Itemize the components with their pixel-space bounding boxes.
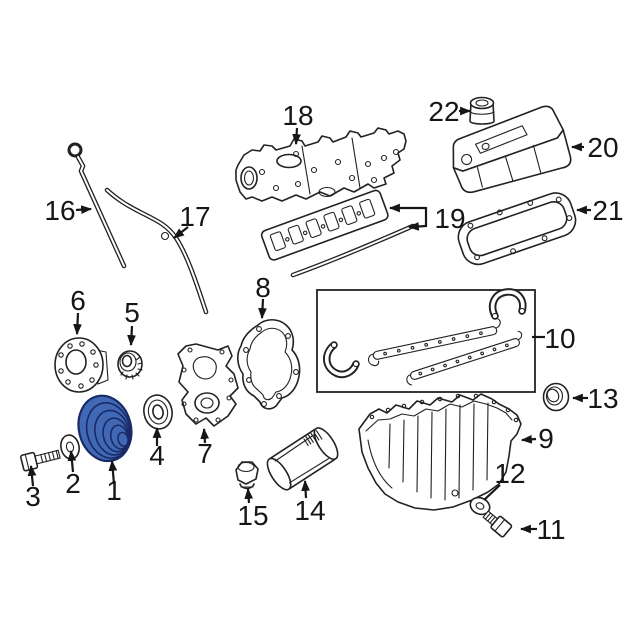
callout-15-label: 15 xyxy=(237,500,268,531)
callout-5: 5 xyxy=(124,297,140,347)
callout-16: 16 xyxy=(44,195,93,226)
part-pulley-bolt xyxy=(19,449,61,472)
callout-8-label: 8 xyxy=(255,272,271,303)
part-pulley-washer xyxy=(60,434,80,460)
part-13-seal xyxy=(542,382,570,412)
part-timing-cover xyxy=(177,343,239,427)
part-timing-cover-gasket xyxy=(237,318,301,410)
callout-14: 14 xyxy=(294,479,326,526)
gasket-end-seal-left xyxy=(323,341,360,379)
callout-3-label: 3 xyxy=(25,481,41,512)
part-oil-filler-cap xyxy=(469,96,495,125)
part-oil-pan xyxy=(358,393,522,511)
callout-8: 8 xyxy=(255,272,271,320)
part-drain-plug-washer xyxy=(469,496,491,516)
callout-19-label: 19 xyxy=(434,203,465,234)
callout-12: 12 xyxy=(483,458,526,501)
part-valve-cover-gasket xyxy=(457,192,577,266)
callout-20: 20 xyxy=(570,132,619,163)
part-front-seal xyxy=(143,394,173,430)
part-valve-cover xyxy=(452,105,572,194)
callout-13-label: 13 xyxy=(587,383,618,414)
part-crankshaft-pulley-highlighted xyxy=(77,394,133,463)
callout-4-label: 4 xyxy=(149,440,165,471)
callout-9-label: 9 xyxy=(538,423,554,454)
part-intake-gasket-strip xyxy=(290,223,416,278)
callout-16-label: 16 xyxy=(44,195,75,226)
callout-9: 9 xyxy=(520,423,554,454)
callout-6: 6 xyxy=(70,285,86,336)
callout-22: 22 xyxy=(428,96,472,127)
callout-7: 7 xyxy=(197,427,213,469)
callout-7-label: 7 xyxy=(197,438,213,469)
callout-18: 18 xyxy=(282,100,314,146)
callout-10-label: 10 xyxy=(544,323,575,354)
callout-17: 17 xyxy=(173,201,211,239)
callout-10: 10 xyxy=(532,323,576,354)
callout-11: 11 xyxy=(519,514,566,545)
callout-1: 1 xyxy=(106,459,122,506)
gasket-end-seal-right xyxy=(488,288,527,320)
callout-1-label: 1 xyxy=(106,475,122,506)
part-oil-filter xyxy=(266,427,339,491)
part-dipstick-tube xyxy=(104,187,209,315)
callout-18-label: 18 xyxy=(282,100,313,131)
callout-13: 13 xyxy=(571,383,619,414)
part-intake-manifold xyxy=(235,127,407,202)
callout-2-label: 2 xyxy=(65,468,81,499)
callout-15: 15 xyxy=(237,487,269,531)
part-oil-pan-gasket-set xyxy=(316,288,536,393)
callout-14-label: 14 xyxy=(294,495,325,526)
part-damper-flange xyxy=(54,337,109,393)
gasket-rail-lower xyxy=(406,330,523,386)
callout-11-label: 11 xyxy=(536,514,565,545)
callout-12-label: 12 xyxy=(494,458,525,489)
callout-3: 3 xyxy=(25,464,41,512)
callout-5-label: 5 xyxy=(124,297,140,328)
part-drain-plug-bolt xyxy=(482,510,513,538)
gasket-rail-upper xyxy=(367,317,501,367)
callout-17-label: 17 xyxy=(179,201,210,232)
callout-6-label: 6 xyxy=(70,285,86,316)
part-crankshaft-sleeve xyxy=(117,350,143,380)
callout-19: 19 xyxy=(388,203,466,234)
callout-22-label: 22 xyxy=(428,96,459,127)
callout-20-label: 20 xyxy=(587,132,618,163)
callout-21-label: 21 xyxy=(592,195,623,226)
callout-21: 21 xyxy=(575,195,624,226)
callout-4: 4 xyxy=(149,426,165,471)
callout-2: 2 xyxy=(65,449,81,499)
part-15-plug xyxy=(235,461,259,490)
part-intake-gasket-plate xyxy=(260,189,389,261)
part-dipstick xyxy=(67,142,127,269)
